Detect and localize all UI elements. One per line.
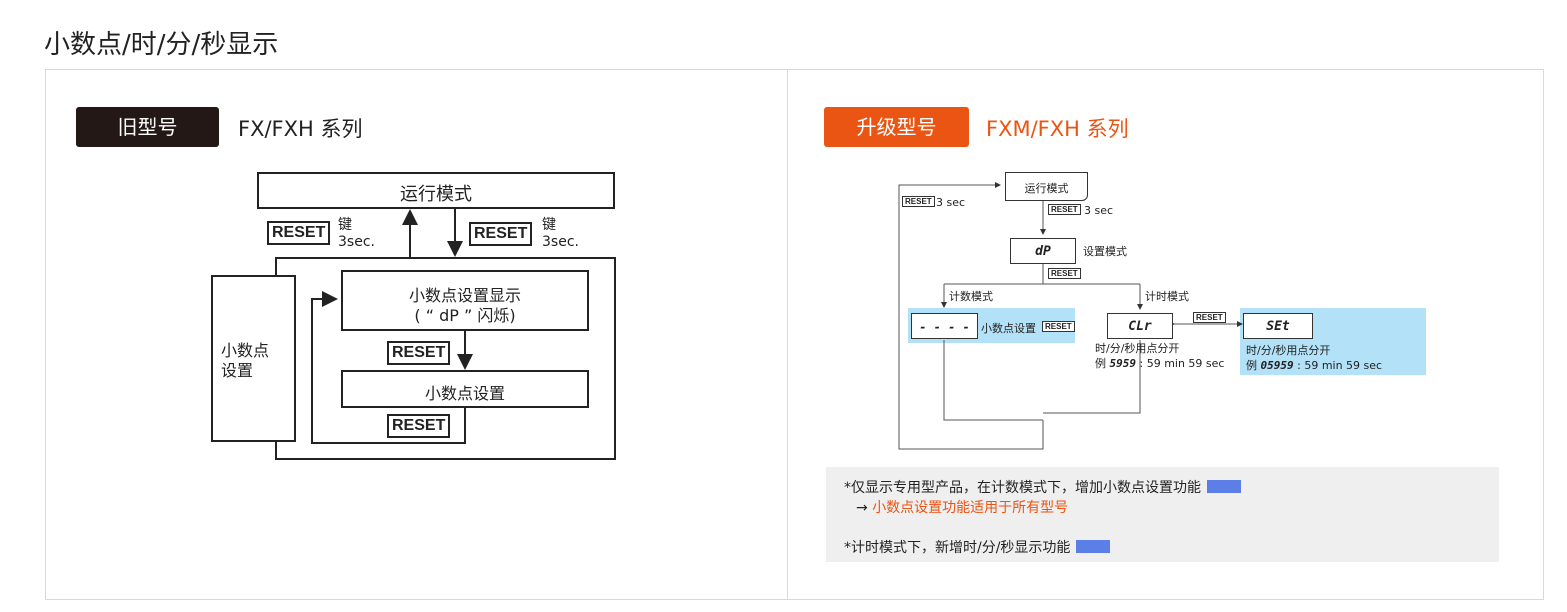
old-reset-key-left: RESET [267,221,331,245]
old-key-label-left: 键 [338,217,352,233]
new-series-label: FXM/FXH 系列 [986,117,1129,141]
old-series-label: FX/FXH 系列 [238,117,363,141]
new-reset-key-setting: RESET [1048,268,1081,279]
example-1: 例 5959 : 59 min 59 sec [1095,355,1224,371]
example-2-text: : 59 min 59 sec [1297,359,1383,372]
example-1-seg: 5959 [1109,357,1137,370]
hms-line-1: 时/分/秒用点分开 [1095,342,1180,355]
example-1-prefix: 例 [1095,357,1106,370]
old-sec-label-left: 3sec. [338,234,375,250]
old-dp-setting-label: 小数点设置 [424,384,505,403]
example-1-text: : 59 min 59 sec [1139,357,1225,370]
old-model-tag: 旧型号 [76,107,219,147]
time-reset-key: RESET [1193,312,1226,323]
new-reset-key-down: RESET [1048,204,1081,215]
new-model-tag: 升级型号 [824,107,969,147]
new-run-mode-box: 运行模式 [1005,172,1088,201]
old-reset-key-right: RESET [469,222,533,246]
note-line-2-text: 小数点设置功能适用于所有型号 [872,500,1069,516]
example-2-seg: 05959 [1260,359,1294,372]
new-setting-mode-label: 设置模式 [1083,245,1127,258]
set-box: SEt [1243,313,1313,339]
new-run-mode-label: 运行模式 [1024,182,1069,195]
old-key-label-right: 键 [542,217,556,233]
new-reset-outer-sec: 3 sec [936,196,966,209]
new-reset-key-outer: RESET [902,196,935,207]
old-dp-side-box: 小数点 设置 [211,275,296,442]
old-dp-setting-box: 小数点设置 [341,370,589,408]
note-line-1-text: *仅显示专用型产品，在计数模式下，增加小数点设置功能 [844,480,1201,496]
note-arrow: → [856,500,868,516]
old-dp-display-line1: 小数点设置显示 [408,286,521,305]
count-reset-key: RESET [1042,321,1075,332]
new-reset-down-sec: 3 sec [1084,204,1114,217]
new-dp-display-box: dP [1010,238,1076,264]
old-reset-key-bottom: RESET [387,414,451,438]
note-line-1: *仅显示专用型产品，在计数模式下，增加小数点设置功能 [844,477,1241,497]
count-dashes: - - - - [919,320,970,334]
old-dp-display-box: 小数点设置显示 ( “ dP ” 闪烁) [341,270,589,331]
example-2-prefix: 例 [1246,359,1257,372]
old-side-label-1: 小数点 [221,341,270,360]
content-frame [45,69,1544,600]
old-reset-key-mid: RESET [387,341,451,365]
new-dp-display: dP [1035,244,1051,259]
count-dp-setting-label: 小数点设置 [981,322,1036,335]
clr-display: CLr [1128,319,1152,334]
note-line-3-text: *计时模式下，新增时/分/秒显示功能 [844,540,1071,556]
hms-line-2: 时/分/秒用点分开 [1246,344,1331,357]
note-line-2: → 小数点设置功能适用于所有型号 [856,497,1068,517]
old-dp-display-line2: ( “ dP ” 闪烁) [414,306,516,325]
count-dashes-box: - - - - [911,313,978,339]
set-display: SEt [1266,319,1290,334]
note-line-3: *计时模式下，新增时/分/秒显示功能 [844,537,1111,557]
old-run-mode-label: 运行模式 [400,184,472,205]
notes-panel: *仅显示专用型产品，在计数模式下，增加小数点设置功能 → 小数点设置功能适用于所… [826,467,1499,562]
old-side-label-2: 设置 [221,361,254,380]
clr-box: CLr [1107,313,1173,339]
count-mode-label: 计数模式 [949,290,993,303]
new-feature-swatch [1207,480,1241,493]
time-mode-label: 计时模式 [1145,290,1189,303]
panel-divider [787,70,788,599]
page-title: 小数点/时/分/秒显示 [44,30,279,60]
example-2: 例 05959 : 59 min 59 sec [1246,357,1382,373]
old-run-mode-box: 运行模式 [257,172,615,209]
new-feature-swatch-2 [1076,540,1111,553]
old-sec-label-right: 3sec. [542,234,579,250]
